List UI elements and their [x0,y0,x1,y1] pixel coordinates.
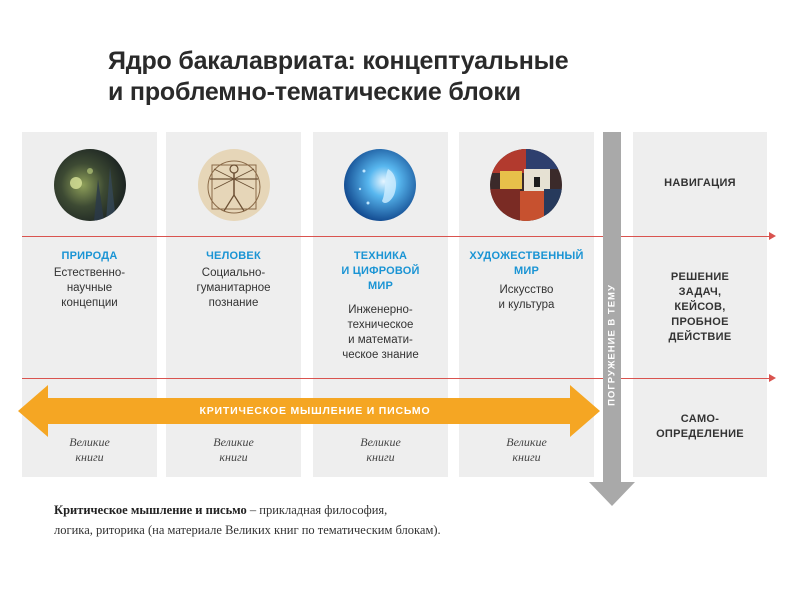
page-title: Ядро бакалавриата: концептуальные и проб… [108,46,748,108]
arrow-head-icon [769,374,776,382]
stage-line: ПРОБНОЕ [671,316,729,328]
description-line: Естественно- [53,267,126,279]
description-line: Социально- [201,267,266,279]
heading-line: ТЕХНИКА [353,250,408,262]
stage-line: САМО- [680,413,720,425]
description-line: Инженерно- [348,304,413,316]
heading-nature: ПРИРОДА [22,249,157,264]
abstract-painting-icon [490,149,562,221]
critical-thinking-label: КРИТИЧЕСКОЕ МЫШЛЕНИЕ И ПИСЬМО [199,405,431,417]
title-line-2: и проблемно-тематические блоки [108,78,521,106]
books-line: книги [75,450,104,464]
stage-line: ЗАДАЧ, [678,286,722,298]
stage-line: ДЕЙСТВИЕ [668,331,732,343]
caption: Критическое мышление и письмо – прикладн… [54,500,754,540]
divider-line-bottom [22,374,776,382]
description-nature: Естественно- научные концепции [22,266,157,311]
digital-face-icon [344,149,416,221]
great-books-art: Великие книги [459,435,594,465]
books-line: Великие [213,435,254,449]
description-line: Искусство [499,284,554,296]
books-line: книги [219,450,248,464]
description-line: техническое [347,319,414,331]
description-line: концепции [61,297,118,309]
immersion-arrow-shaft [603,132,621,482]
description-line: и культура [498,299,555,311]
stage-line: ОПРЕДЕЛЕНИЕ [656,428,744,440]
description-art: Искусство и культура [459,283,594,313]
double-arrow-icon [18,385,600,437]
books-line: книги [366,450,395,464]
stage-navigation: НАВИГАЦИЯ [633,176,767,191]
great-books-nature: Великие книги [22,435,157,465]
heading-line: МИР [367,280,393,292]
books-line: Великие [69,435,110,449]
heading-technology: ТЕХНИКА И ЦИФРОВОЙ МИР [313,249,448,294]
great-books-human: Великие книги [166,435,301,465]
caption-bold: Критическое мышление и письмо [54,503,247,517]
stage-line: РЕШЕНИЕ [670,271,730,283]
description-line: гуманитарное [196,282,271,294]
heading-line: ЧЕЛОВЕК [206,250,261,262]
heading-art: ХУДОЖЕСТВЕННЫЙ МИР [459,249,594,279]
description-line: и математи- [348,334,413,346]
heading-line: И ЦИФРОВОЙ [341,265,420,277]
arrow-head-icon [769,232,776,240]
down-arrow-icon [589,482,635,506]
column-stages [633,132,767,477]
books-line: Великие [506,435,547,449]
immersion-label-text: ПОГРУЖЕНИЕ В ТЕМУ [606,284,618,406]
description-line: научные [66,282,113,294]
heading-line: МИР [513,265,539,277]
description-technology: Инженерно- техническое и математи- ческо… [313,303,448,363]
description-line: познание [208,297,259,309]
great-books-technology: Великие книги [313,435,448,465]
books-line: книги [512,450,541,464]
description-line: ческое знание [342,349,419,361]
heading-line: ПРИРОДА [61,250,118,262]
title-line-1: Ядро бакалавриата: концептуальные [108,47,569,75]
stage-self-determination: САМО- ОПРЕДЕЛЕНИЕ [633,412,767,442]
caption-rest: – прикладная философия, [246,503,388,517]
caption-line-2: логика, риторика (на материале Великих к… [54,523,441,537]
heading-line: ХУДОЖЕСТВЕННЫЙ [469,250,584,262]
stage-line: КЕЙСОВ, [674,301,726,313]
description-human: Социально- гуманитарное познание [166,266,301,311]
stage-line: НАВИГАЦИЯ [664,177,736,189]
vitruvian-man-icon [198,149,270,221]
books-line: Великие [360,435,401,449]
nature-photo-icon [54,149,126,221]
caption-line-1: Критическое мышление и письмо – прикладн… [54,500,754,520]
stage-solving: РЕШЕНИЕ ЗАДАЧ, КЕЙСОВ, ПРОБНОЕ ДЕЙСТВИЕ [633,270,767,345]
heading-human: ЧЕЛОВЕК [166,249,301,264]
divider-line-top [22,232,776,240]
